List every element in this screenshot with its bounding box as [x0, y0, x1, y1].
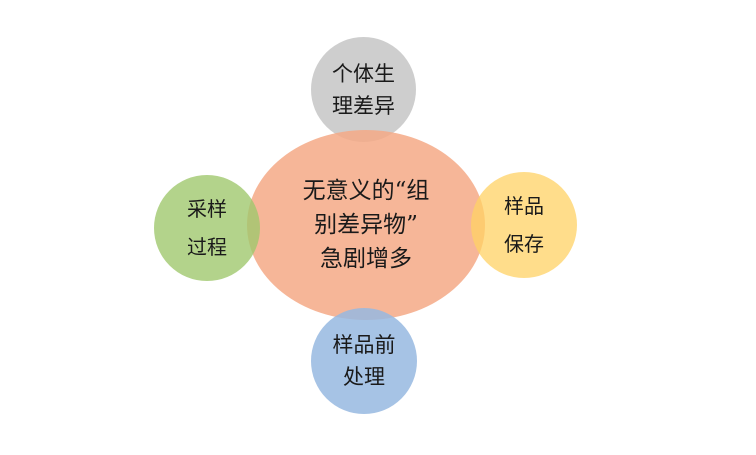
left-circle-sampling: 采样 过程: [154, 175, 260, 281]
bottom-circle-pretreatment: 样品前 处理: [311, 308, 417, 414]
top-circle-label: 个体生 理差异: [332, 61, 395, 118]
center-ellipse: 无意义的“组 别差异物” 急剧增多: [247, 130, 485, 320]
right-circle-storage: 样品 保存: [471, 172, 577, 278]
left-circle-label: 采样 过程: [187, 197, 227, 259]
center-ellipse-label: 无意义的“组 别差异物” 急剧增多: [302, 178, 430, 272]
bottom-circle-label: 样品前 处理: [332, 333, 396, 389]
top-circle-individual-differences: 个体生 理差异: [311, 37, 416, 142]
right-circle-label: 样品 保存: [504, 194, 544, 256]
